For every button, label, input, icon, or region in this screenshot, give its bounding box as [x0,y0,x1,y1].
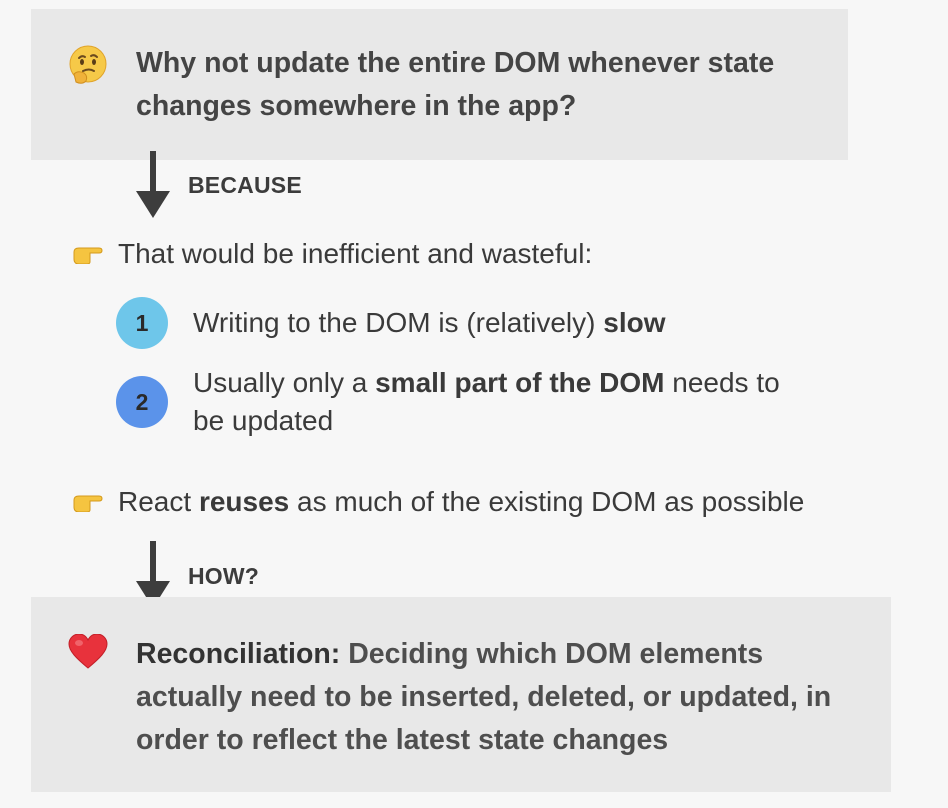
because-label: BECAUSE [188,172,302,198]
pointing-hand-icon [72,492,104,517]
list-item-1-text: Writing to the DOM is (relatively) slow [193,307,666,338]
point-inefficient: That would be inefficient and wasteful: [118,238,593,269]
question-text: Why not update the entire DOM whenever s… [136,47,775,122]
how-label: HOW? [188,563,260,589]
question-box [31,9,848,160]
thinking-face-icon [68,44,108,91]
reconciliation-text: Reconciliation: Deciding which DOM eleme… [136,638,832,756]
pointing-hand-icon [72,244,104,269]
number-badge-1: 1 [116,297,168,349]
list-item-2-text: Usually only a small part of the DOM nee… [193,367,780,436]
reconciliation-box [31,597,891,792]
down-arrow-because [136,151,170,224]
point-react-reuses: React reuses as much of the existing DOM… [118,486,805,517]
number-badge-2: 2 [116,376,168,428]
red-heart-icon [68,633,108,675]
down-arrow-how [136,541,170,614]
